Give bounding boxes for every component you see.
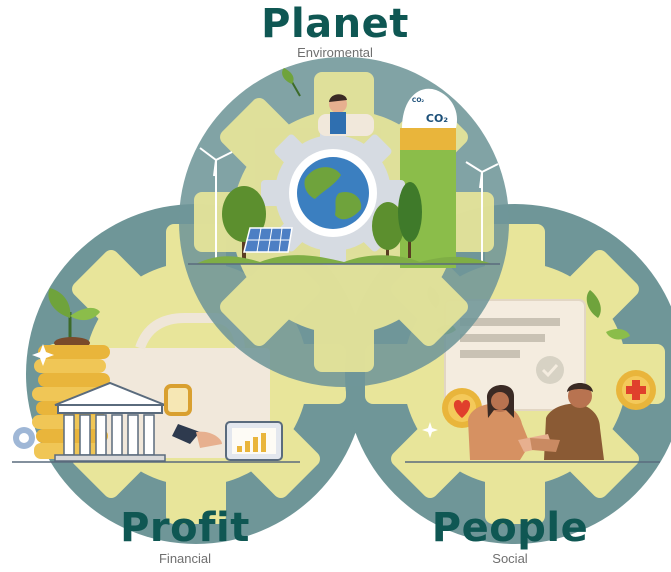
wind-turbine-icon xyxy=(199,147,499,262)
pine-tree-icon xyxy=(372,182,422,258)
certificate-icon xyxy=(444,299,586,411)
people-subtitle: Social xyxy=(492,551,528,566)
small-gear-icon xyxy=(13,427,35,449)
planet-subtitle: Enviromental xyxy=(297,45,373,60)
bank-icon xyxy=(54,381,166,462)
solar-panel-icon xyxy=(243,227,293,253)
handshake-icon xyxy=(518,434,560,452)
medical-cross-badge-icon xyxy=(616,370,656,410)
co2-small-label: CO₂ xyxy=(412,97,425,104)
planet-circle: CO₂ CO₂ xyxy=(179,57,509,387)
woman-figure xyxy=(468,384,530,460)
scientist-figure xyxy=(282,68,374,136)
earth-gear-icon xyxy=(261,121,405,265)
profit-subtitle: Financial xyxy=(158,551,212,566)
profit-title: Profit xyxy=(120,505,250,551)
planet-title: Planet xyxy=(261,1,409,47)
co2-large-label: CO₂ xyxy=(426,112,448,125)
man-figure xyxy=(544,383,604,460)
laptop-chart-icon xyxy=(225,421,283,461)
people-title: People xyxy=(431,505,589,551)
